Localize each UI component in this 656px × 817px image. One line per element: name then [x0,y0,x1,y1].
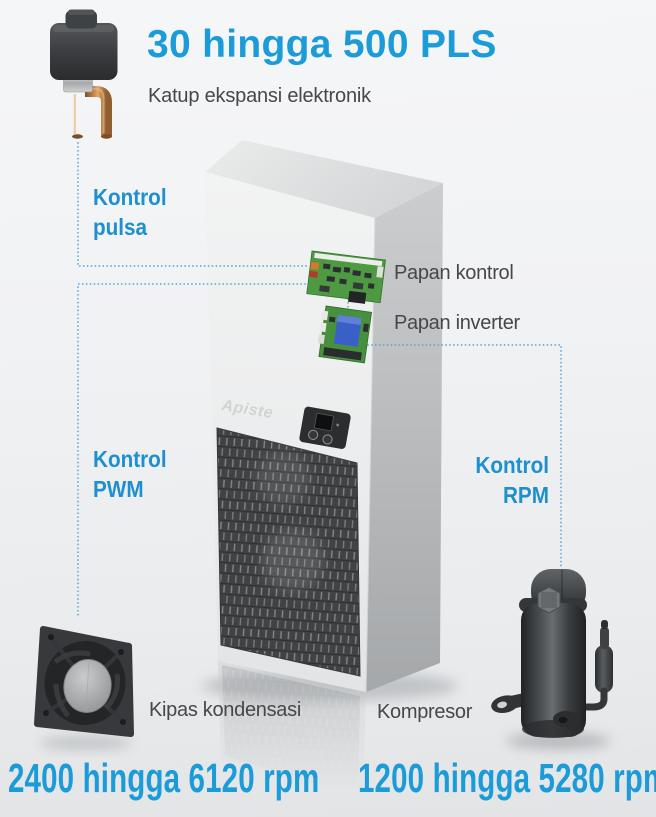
rpm-control-callout: Kontrol RPM [369,450,549,510]
pulse-control-connector-line [77,142,310,267]
pwm-control-line2: PWM [93,476,144,502]
fan-shadow-lower [262,529,324,591]
rpm-control-line2: RPM [502,482,549,508]
compressor-rpm-range: 1200 hingga 5280 rpm [358,755,656,801]
cabinet-side-face [366,183,443,692]
connector-lines [77,142,562,616]
inverter-board-label: Papan inverter [394,312,520,334]
pulse-control-line2: pulsa [93,214,148,240]
cabinet-top-face [205,140,443,218]
pwm-control-callout: Kontrol PWM [93,444,167,504]
pulse-control-line1: Kontrol [93,184,167,210]
expansion-valve-image [50,9,118,139]
display-screen [314,412,334,432]
pulse-control-callout: Kontrol pulsa [93,182,167,242]
condenser-fan-label: Kipas kondensasi [149,699,301,721]
panel-knob-left [308,429,319,440]
control-board-label: Papan kontrol [394,262,514,284]
fan-shadow-upper [256,451,310,505]
panel-knob-right [322,434,333,445]
fan-rpm-range: 2400 hingga 6120 rpm [8,755,320,801]
cabinet-reflection [218,661,366,800]
control-board-image [306,250,386,304]
compressor-body [521,603,586,737]
inverter-board-image [317,305,373,364]
pwm-control-line1: Kontrol [93,446,167,472]
compressor-label: Kompresor [377,701,473,723]
compressor-image [491,569,613,749]
rpm-control-line1: Kontrol [475,452,549,478]
cabinet-grille [216,427,361,677]
cooling-unit-cabinet: Apiste [205,140,443,693]
unit-display-panel [299,406,351,449]
compressor-accumulator [595,645,613,693]
pls-range-headline: 30 hingga 500 PLS [147,23,497,66]
condenser-fan-image [34,626,134,750]
valve-coil-body [50,23,118,80]
expansion-valve-caption: Katup ekspansi elektronik [148,85,371,107]
pwm-control-connector-line [77,283,310,616]
panel-led [336,423,340,427]
